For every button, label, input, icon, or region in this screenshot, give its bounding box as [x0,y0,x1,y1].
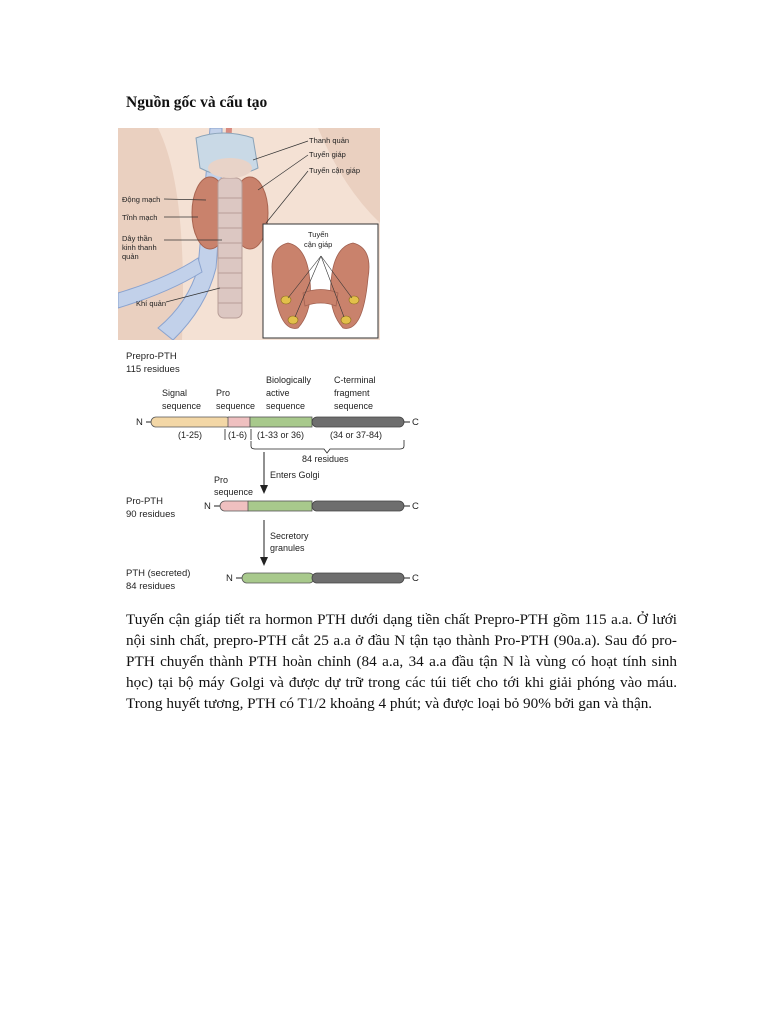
propth-n-label: N [204,501,211,512]
range-cterm: (34 or 37-84) [330,430,382,440]
secretory-label-1: Secretory [270,531,309,541]
col-bio-1: Biologically [266,375,312,385]
residues-84-brace: 84 residues [302,454,349,464]
pth-n-label: N [226,573,233,584]
prepro-c-label: C [412,417,419,428]
label-day-than-3: quản [122,252,139,261]
label-tuyen-can-giap: Tuyến cận giáp [309,166,360,175]
propth-residues: 90 residues [126,509,175,520]
secretory-label-2: granules [270,543,305,553]
label-thanh-quan: Thanh quản [309,136,349,145]
neck-anatomy-illustration: Thanh quản Tuyến giáp Tuyến cận giáp Độn… [118,128,380,340]
col-cterm-3: sequence [334,401,373,411]
pro-label-2: sequence [214,487,253,497]
pth-residues: 84 residues [126,581,175,592]
pro-label-1: Pro [214,475,228,485]
col-signal-2: sequence [162,401,201,411]
propth-title: Pro-PTH [126,496,163,507]
prepro-n-label: N [136,417,143,428]
col-pro-2: sequence [216,401,255,411]
body-paragraph: Tuyến cận giáp tiết ra hormon PTH dưới d… [126,611,677,712]
label-inset-2: cận giáp [304,240,332,249]
prepro-title: Prepro-PTH [126,351,177,362]
label-day-than-2: kinh thanh [122,243,157,252]
range-signal: (1-25) [178,430,202,440]
col-signal-1: Signal [162,388,187,398]
pth-c-label: C [412,573,419,584]
col-bio-2: active [266,388,290,398]
label-day-than-1: Dây thần [122,234,152,243]
enters-golgi-label: Enters Golgi [270,470,320,480]
col-pro-1: Pro [216,388,230,398]
label-tinh-mach: Tĩnh mạch [122,213,157,222]
col-bio-3: sequence [266,401,305,411]
label-dong-mach: Động mạch [122,195,160,204]
pth-title: PTH (secreted) [126,568,190,579]
label-tuyen-giap: Tuyến giáp [309,150,346,159]
col-cterm-2: fragment [334,388,370,398]
range-bio: (1-33 or 36) [257,430,304,440]
prepro-residues: 115 residues [126,364,180,375]
label-khi-quan: Khí quản [136,299,166,308]
label-inset-1: Tuyến [308,230,329,239]
section-heading: Nguồn gốc và cấu tạo [126,94,268,111]
col-cterm-1: C-terminal [334,375,376,385]
propth-c-label: C [412,501,419,512]
range-pro: (1-6) [228,430,247,440]
pth-synthesis-diagram: Prepro-PTH 115 residues Signal sequence … [126,351,419,592]
